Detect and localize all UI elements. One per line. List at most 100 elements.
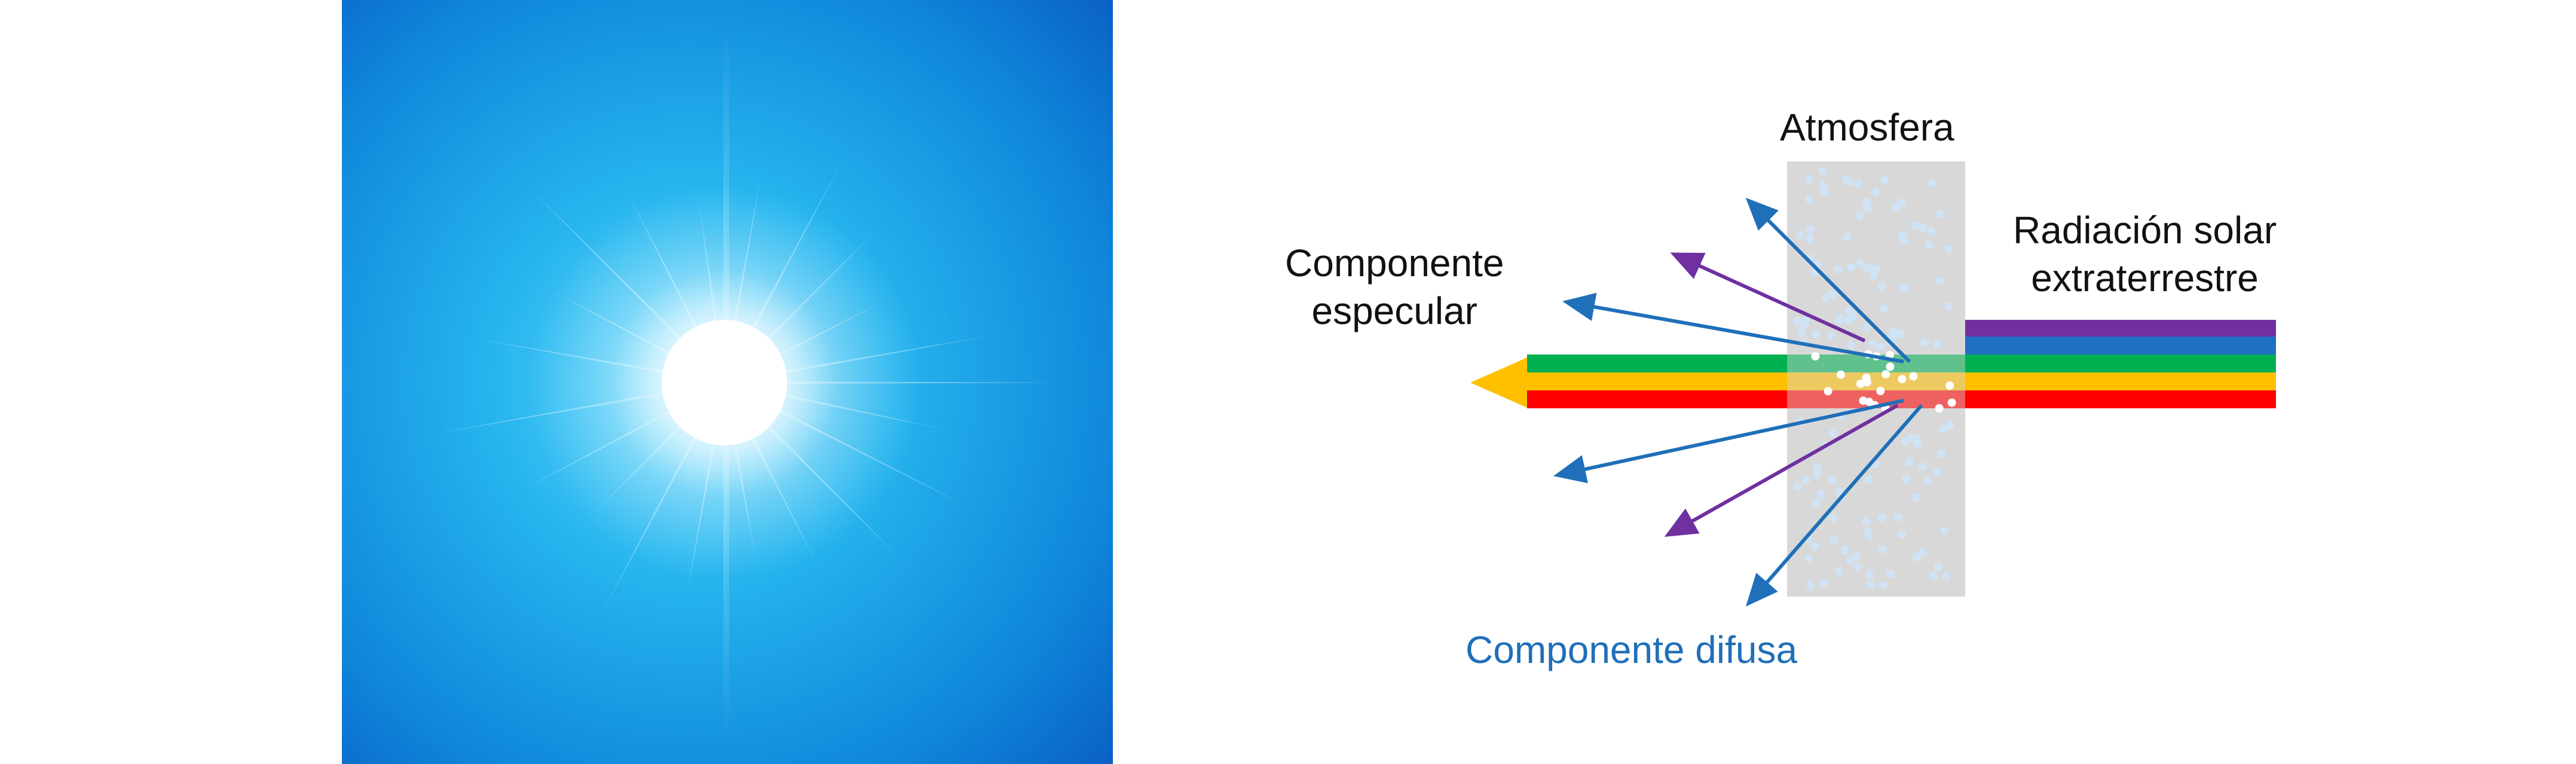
particle <box>1886 570 1895 579</box>
particle <box>1945 381 1954 390</box>
particle <box>1806 580 1815 589</box>
particle <box>1865 398 1874 407</box>
particle <box>1869 271 1878 280</box>
particle <box>1901 475 1910 484</box>
particle <box>1852 552 1861 561</box>
particle <box>1939 425 1948 434</box>
particle <box>1813 469 1822 478</box>
particle <box>1871 188 1880 197</box>
particle <box>1936 450 1945 459</box>
particle <box>1864 527 1873 536</box>
particle <box>1800 320 1809 329</box>
particle <box>1862 517 1871 525</box>
particle <box>1847 263 1856 272</box>
particle <box>1830 536 1838 545</box>
particle <box>1877 283 1886 292</box>
particle <box>1819 182 1828 191</box>
particle <box>1945 421 1954 430</box>
particle <box>1836 370 1845 379</box>
particle <box>1886 362 1895 371</box>
particle <box>1819 578 1828 587</box>
solar-radiation-bands <box>1965 320 2276 408</box>
particle <box>1913 553 1921 562</box>
particle <box>1845 306 1854 315</box>
particle <box>1856 212 1865 221</box>
band-yellow <box>1965 372 2276 390</box>
particle <box>1826 331 1835 340</box>
particle <box>1898 375 1907 384</box>
particle <box>1877 514 1886 522</box>
particle <box>1933 468 1942 477</box>
particle <box>1896 330 1905 338</box>
particle <box>1843 316 1852 325</box>
particle <box>1792 316 1801 325</box>
sun-sky-image <box>342 0 1113 764</box>
particle <box>1907 433 1916 442</box>
particle <box>1924 477 1933 486</box>
particle <box>1853 562 1862 571</box>
particle <box>1811 352 1820 360</box>
particle <box>1835 487 1844 496</box>
particle <box>1899 283 1908 292</box>
particle <box>1892 202 1901 211</box>
particle <box>1805 194 1814 203</box>
band-blue <box>1965 337 2276 355</box>
band-red <box>1965 390 2276 408</box>
particle <box>1933 563 1942 572</box>
particle <box>1928 178 1937 187</box>
particle <box>1829 476 1838 484</box>
particle <box>1893 513 1902 522</box>
particle <box>1867 580 1876 589</box>
solar-radiation-label: Radiación solar extraterrestre <box>2013 209 2277 300</box>
particle <box>1804 554 1813 563</box>
particle <box>1862 202 1871 211</box>
particle <box>1936 210 1945 219</box>
particle <box>1821 293 1830 302</box>
particle <box>1879 304 1888 313</box>
particle <box>1876 343 1885 352</box>
atmosphere-particles <box>1792 166 1956 589</box>
diffuse-component-label: Componente difusa <box>1466 628 1798 671</box>
particle <box>1865 570 1874 579</box>
particle <box>1900 237 1909 245</box>
particle <box>1933 340 1942 349</box>
arrowhead-left-icon <box>1470 357 1527 408</box>
particle <box>1868 340 1877 349</box>
particle <box>1909 372 1918 381</box>
particle <box>1935 277 1944 286</box>
particle <box>1862 374 1871 382</box>
particle <box>1878 545 1887 554</box>
specular-component-label: Componente especular <box>1285 242 1504 332</box>
particle <box>1854 179 1863 188</box>
particle <box>1911 221 1920 230</box>
particle <box>1813 463 1822 472</box>
particle <box>1828 514 1837 522</box>
atmosphere-label: Atmosfera <box>1780 106 1954 149</box>
particle <box>1918 462 1927 471</box>
particle <box>1806 225 1815 234</box>
particle <box>1797 329 1806 338</box>
particle <box>1925 240 1933 249</box>
particle <box>1836 313 1844 322</box>
particle <box>1828 429 1837 438</box>
band-violet <box>1965 320 2276 337</box>
particle <box>1912 493 1921 502</box>
particle <box>1846 555 1855 564</box>
particle <box>1898 530 1906 539</box>
particle <box>1879 580 1888 589</box>
particle <box>1918 223 1927 232</box>
band-green <box>1965 355 2276 372</box>
particle <box>1812 498 1821 507</box>
particle <box>1935 404 1944 412</box>
particle <box>1816 490 1825 498</box>
specular-bands <box>1470 355 1787 408</box>
particle <box>1856 259 1865 268</box>
particle <box>1847 341 1856 349</box>
particle <box>1844 178 1853 187</box>
particle <box>1940 526 1949 535</box>
particle <box>1843 233 1852 242</box>
particle <box>1811 542 1820 551</box>
particle <box>1818 166 1827 175</box>
particle <box>1942 572 1951 580</box>
